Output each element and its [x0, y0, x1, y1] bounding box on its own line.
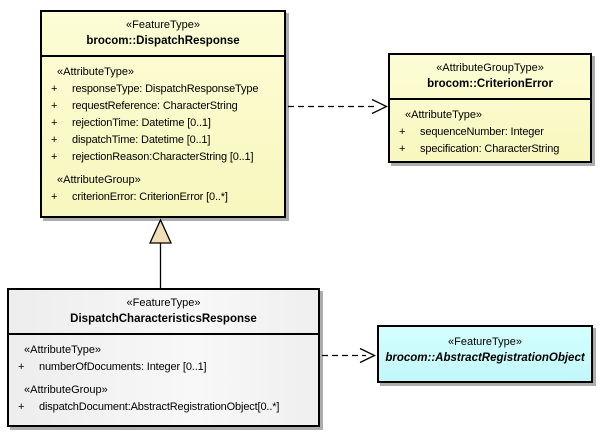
attribute-text: requestReference: CharacterString: [72, 100, 238, 112]
section-stereotype-label: «AttributeType»: [24, 344, 102, 356]
dependency-connector-criterion-error: [288, 98, 388, 115]
section-stereotype-label: «AttributeGroup»: [24, 384, 108, 396]
stereotype-label: «FeatureType»: [126, 19, 200, 31]
attribute-row: + requestReference: CharacterString: [42, 98, 282, 115]
open-arrowhead-icon: [359, 347, 376, 364]
visibility-plus: +: [51, 134, 58, 146]
attributes-compartment: «AttributeType» + sequenceNumber: Integer…: [390, 100, 590, 162]
dependency-connector-abstract-registration-object: [322, 347, 376, 364]
open-arrowhead-icon: [371, 98, 388, 115]
attribute-text: criterionError: CriterionError [0..*]: [72, 191, 228, 203]
attributes-compartment: «AttributeType» + responseType: DispatchR…: [42, 57, 284, 210]
class-header: «FeatureType» DispatchCharacteristicsRes…: [9, 290, 318, 335]
class-name: DispatchCharacteristicsResponse: [70, 313, 257, 325]
attribute-text: specification: CharacterString: [420, 143, 560, 155]
section-stereotype-label: «AttributeGroup»: [57, 174, 141, 186]
class-header: «FeatureType» brocom::AbstractRegistrati…: [379, 327, 591, 372]
attribute-text: sequenceNumber: Integer: [420, 126, 544, 138]
visibility-plus: +: [51, 191, 58, 203]
attribute-group-section: «AttributeGroup» + criterionError: Criter…: [42, 172, 282, 206]
attribute-row: + rejectionReason:CharacterString [0..1]: [42, 149, 282, 166]
attribute-text: responseType: DispatchResponseType: [72, 83, 259, 95]
attribute-row: + criterionError: CriterionError [0..*]: [42, 189, 282, 206]
attribute-type-section: «AttributeType» + responseType: DispatchR…: [42, 64, 282, 166]
section-stereotype-label: «AttributeType»: [57, 66, 135, 78]
class-box-abstract-registration-object: «FeatureType» brocom::AbstractRegistrati…: [377, 325, 593, 383]
attributes-compartment: «AttributeType» + numberOfDocuments: Inte…: [9, 335, 318, 420]
attribute-row: + dispatchDocument:AbstractRegistrationOb…: [9, 399, 316, 416]
attribute-row: + specification: CharacterString: [390, 141, 588, 158]
attribute-text: rejectionTime: Datetime [0..1]: [72, 117, 211, 129]
attribute-row: + sequenceNumber: Integer: [390, 124, 588, 141]
class-header: «FeatureType» brocom::DispatchResponse: [42, 12, 284, 57]
attribute-row: + rejectionTime: Datetime [0..1]: [42, 115, 282, 132]
visibility-plus: +: [399, 143, 406, 155]
stereotype-label: «AttributeGroupType»: [436, 62, 544, 74]
visibility-plus: +: [51, 83, 58, 95]
class-name: brocom::DispatchResponse: [86, 35, 240, 47]
attribute-row: + responseType: DispatchResponseType: [42, 81, 282, 98]
generalization-connector: [148, 218, 173, 289]
class-header: «AttributeGroupType» brocom::CriterionEr…: [390, 55, 590, 100]
stereotype-label: «FeatureType»: [126, 297, 201, 309]
class-box-criterion-error: «AttributeGroupType» brocom::CriterionEr…: [388, 53, 592, 163]
attribute-row: + numberOfDocuments: Integer [0..1]: [9, 359, 316, 376]
attribute-text: dispatchTime: Datetime [0..1]: [72, 134, 211, 146]
visibility-plus: +: [18, 361, 25, 373]
visibility-plus: +: [18, 401, 25, 413]
class-box-dispatch-characteristics-response: «FeatureType» DispatchCharacteristicsRes…: [7, 288, 320, 427]
visibility-plus: +: [51, 100, 58, 112]
visibility-plus: +: [399, 126, 406, 138]
class-name: brocom::AbstractRegistrationObject: [385, 352, 585, 364]
attribute-text: dispatchDocument:AbstractRegistrationObj…: [39, 401, 280, 413]
visibility-plus: +: [51, 117, 58, 129]
section-stereotype-label: «AttributeType»: [405, 109, 483, 121]
attribute-group-section: «AttributeGroup» + dispatchDocument:Abstr…: [9, 382, 316, 416]
attribute-type-section: «AttributeType» + sequenceNumber: Integer…: [390, 107, 588, 158]
class-name: brocom::CriterionError: [427, 78, 553, 90]
generalization-triangle-icon: [148, 218, 173, 244]
stereotype-label: «FeatureType»: [448, 336, 522, 348]
visibility-plus: +: [51, 151, 58, 163]
attribute-text: rejectionReason:CharacterString [0..1]: [72, 151, 254, 163]
attribute-row: + dispatchTime: Datetime [0..1]: [42, 132, 282, 149]
class-box-dispatch-response: «FeatureType» brocom::DispatchResponse «…: [40, 10, 286, 218]
attribute-text: numberOfDocuments: Integer [0..1]: [39, 361, 207, 373]
attribute-type-section: «AttributeType» + numberOfDocuments: Inte…: [9, 342, 316, 376]
